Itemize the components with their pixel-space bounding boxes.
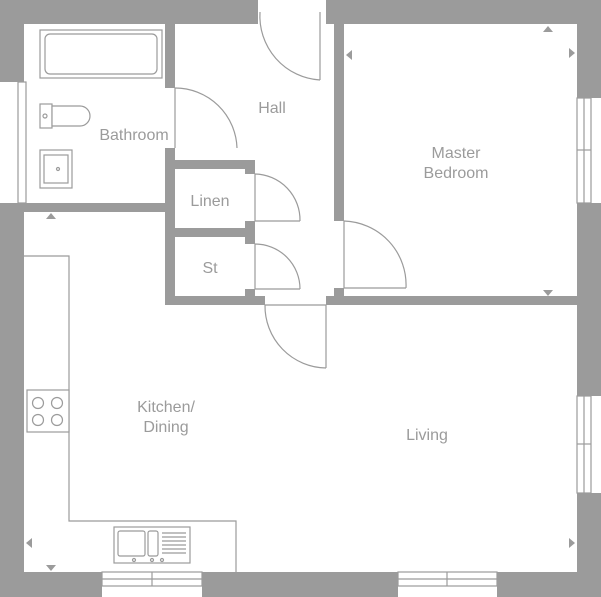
arrow-kitchen-top	[46, 213, 56, 219]
kitchen-fixtures	[24, 255, 237, 572]
bathroom-door	[174, 87, 238, 149]
doors	[174, 11, 407, 369]
basin	[39, 149, 73, 189]
arrow-bedroom-top	[543, 26, 553, 32]
window-left-bathroom	[17, 81, 27, 204]
arrow-living-right	[569, 538, 575, 548]
window-bottom-kitchen	[101, 571, 203, 587]
label-master-line2: Bedroom	[424, 165, 489, 182]
label-bathroom: Bathroom	[99, 127, 168, 144]
linen-door	[254, 173, 301, 222]
label-hall: Hall	[258, 100, 286, 117]
kitchen-sink	[113, 526, 191, 564]
arrow-bedroom-right	[569, 48, 575, 58]
bedroom-door	[343, 220, 407, 289]
toilet	[39, 103, 91, 129]
bathtub	[39, 29, 163, 79]
label-kitchen-line1: Kitchen/	[137, 399, 195, 416]
cooktop	[26, 389, 70, 433]
bathroom-fixtures	[39, 29, 163, 189]
label-living: Living	[406, 427, 448, 444]
label-linen: Linen	[190, 193, 229, 210]
room-labels: Bathroom Hall Master Bedroom Linen St Ki…	[99, 100, 488, 444]
arrow-bedroom-bottom	[543, 290, 553, 296]
label-master-line1: Master	[432, 145, 482, 162]
arrow-bedroom-left	[346, 50, 352, 60]
window-bottom-living	[397, 571, 498, 587]
window-right-bedroom	[576, 97, 592, 204]
interior-walls	[24, 24, 577, 305]
dimension-markers	[26, 26, 575, 571]
st-door	[254, 243, 301, 290]
window-right-living	[576, 395, 592, 494]
arrow-kitchen-bottom	[46, 565, 56, 571]
label-st: St	[202, 260, 218, 277]
living-door	[264, 304, 327, 369]
label-kitchen-line2: Dining	[143, 419, 188, 436]
entry-door	[259, 11, 321, 81]
arrow-kitchen-left	[26, 538, 32, 548]
windows	[17, 81, 592, 587]
